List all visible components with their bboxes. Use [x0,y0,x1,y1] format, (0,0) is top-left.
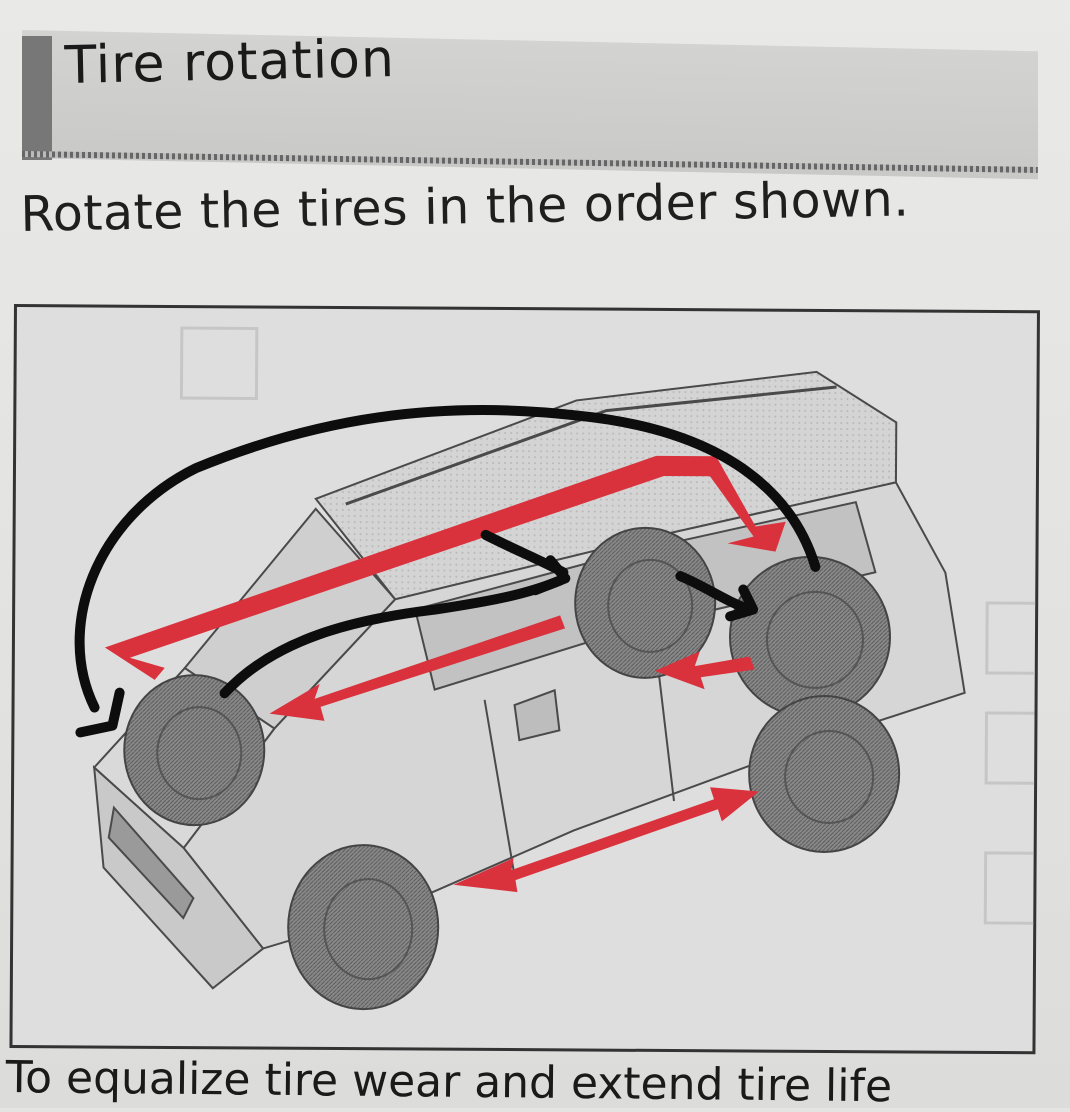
section-header-accent [22,36,52,160]
tire-front-right [287,844,440,1011]
footer-text: To equalize tire wear and extend tire li… [5,1052,893,1112]
black-arrow-big-loop [74,405,821,713]
tire-rear-left [574,526,717,679]
red-rotation-arrows [104,455,786,893]
tire-rear-right [748,694,901,853]
black-arrowhead [75,687,125,738]
red-arrow-rear-to-front [269,615,566,721]
red-arrow-double [453,787,760,893]
tire-spare [728,555,891,718]
tire-front-left [123,674,266,827]
black-arrowhead [725,584,759,622]
hand-drawn-arrows [74,405,821,738]
black-arrow-roof [480,529,569,578]
ghost-callout-box [983,851,1040,925]
intro-text: Rotate the tires in the order shown. [20,170,910,243]
red-arrow-short [654,651,755,690]
red-arrow-front-to-rear [104,455,786,680]
tire-rotation-figure [9,304,1040,1055]
black-arrow-to-spare [675,571,756,615]
section-title: Tire rotation [64,29,396,96]
vehicle-tire-rotation-diagram-icon [74,326,1040,1011]
ghost-callout-box [179,326,259,400]
black-arrow-front-to-rear [219,575,566,699]
ghost-callout-box [984,711,1040,785]
ghost-callout-box [985,601,1040,675]
